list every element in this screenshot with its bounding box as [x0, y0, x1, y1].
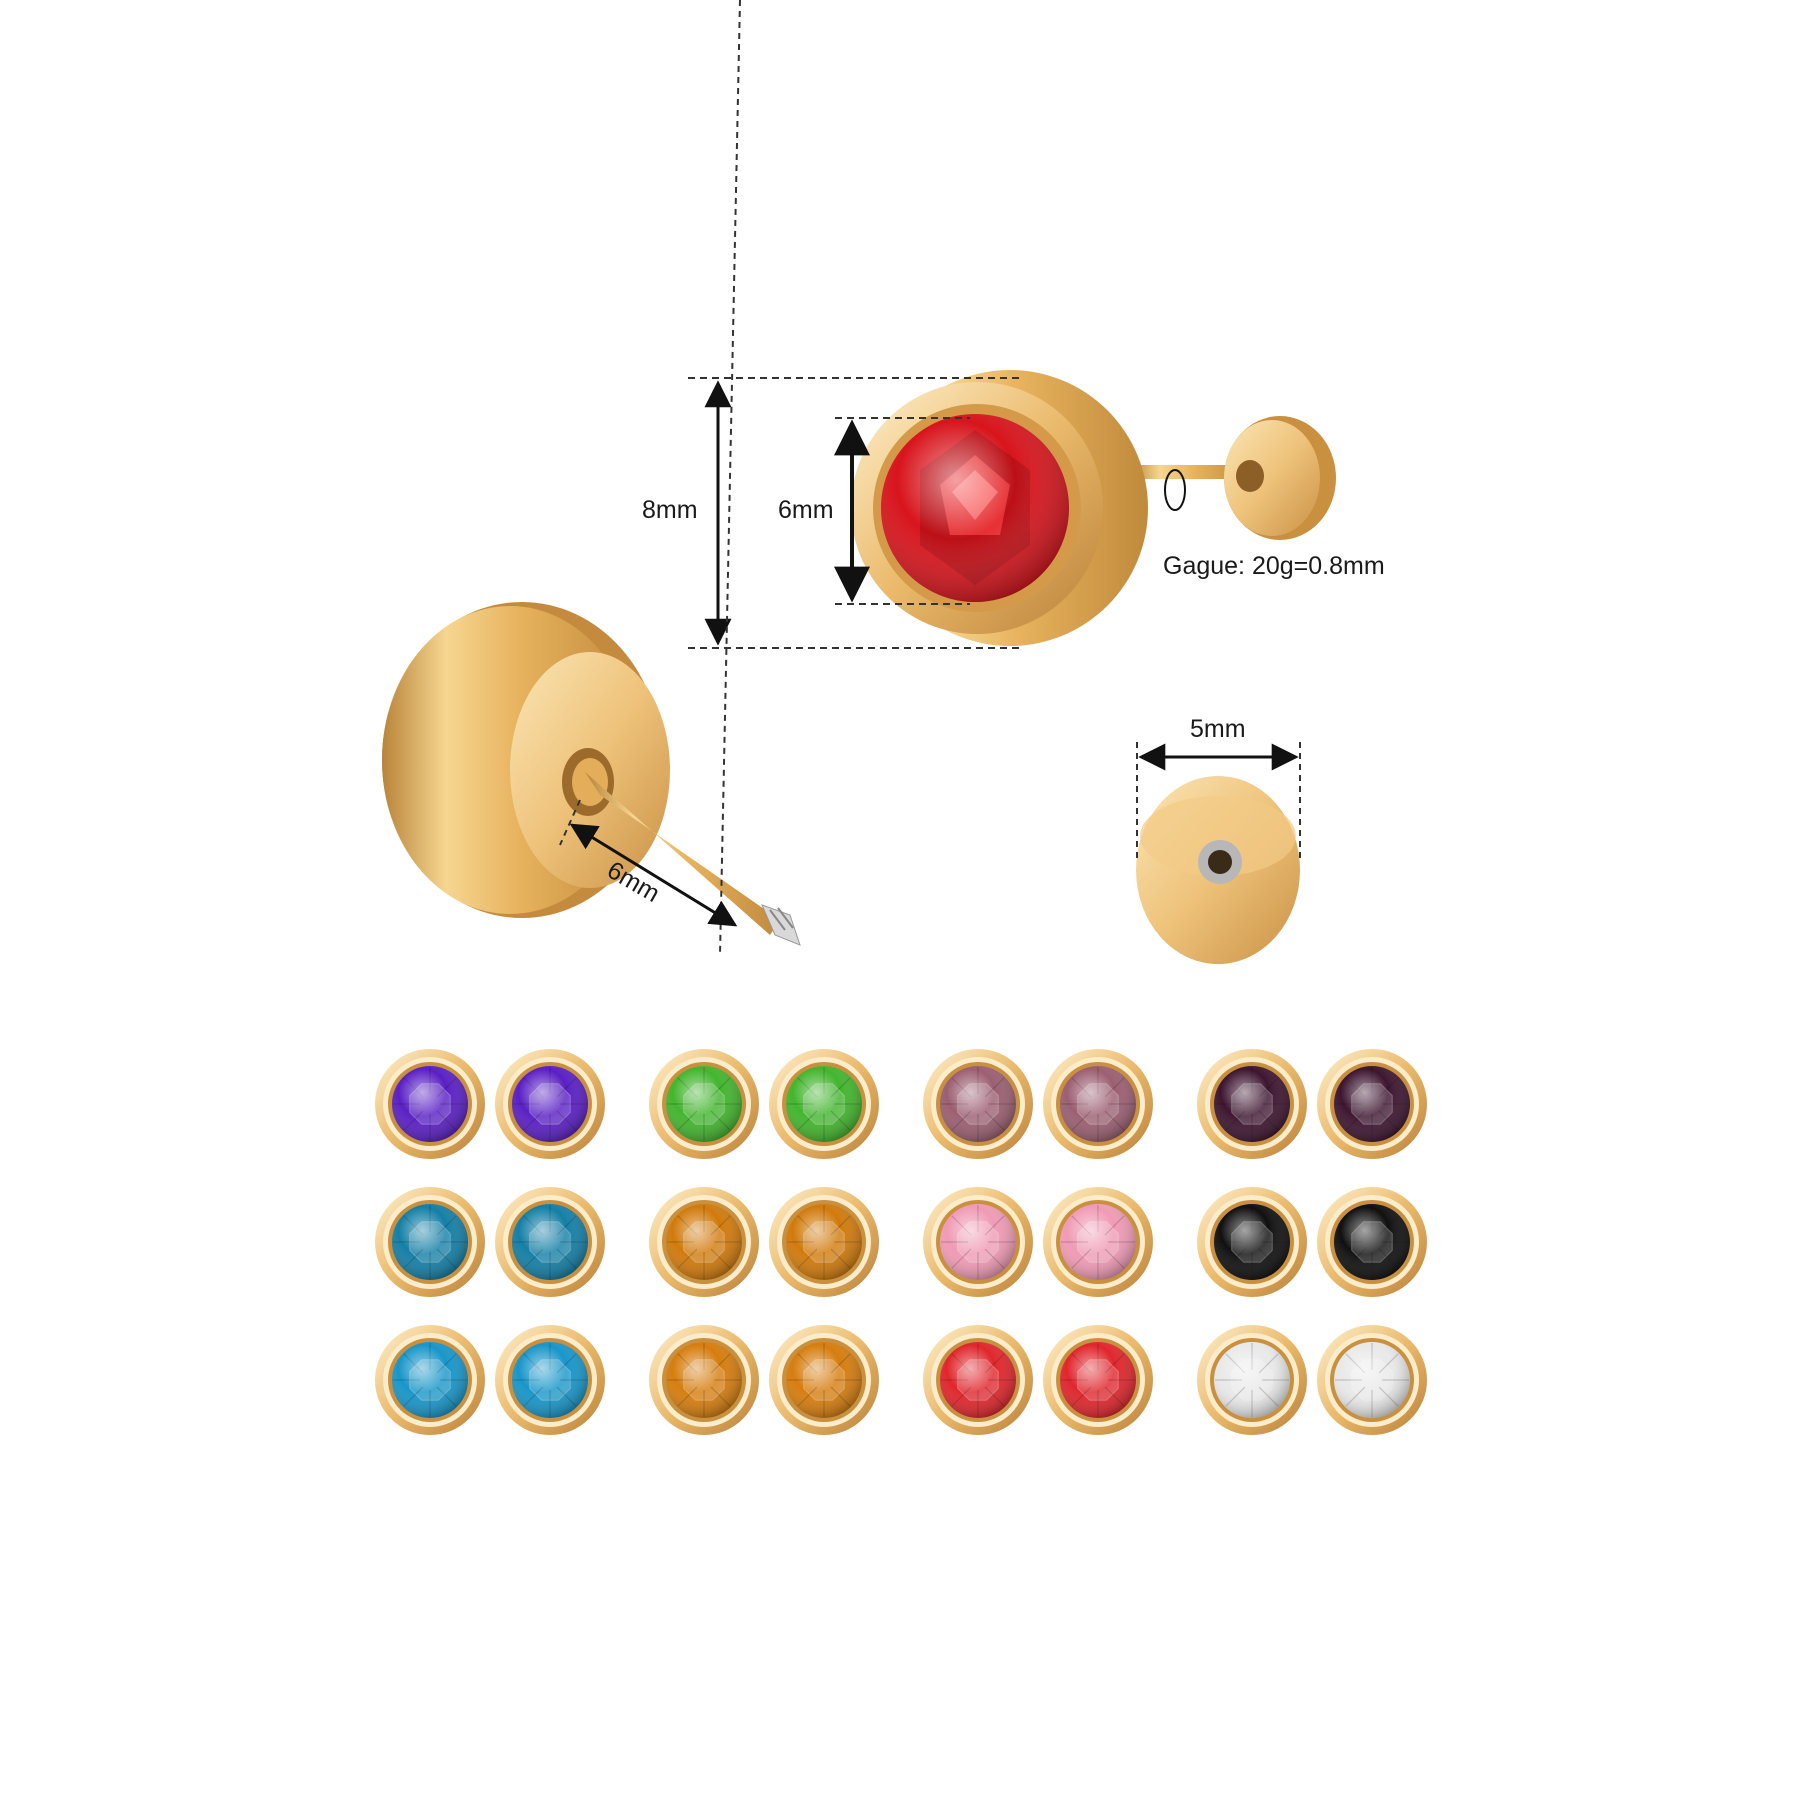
stud-earring: [1197, 1049, 1307, 1159]
stud-earring: [375, 1325, 485, 1435]
stud-earring: [923, 1187, 1033, 1297]
post-thread: [761, 904, 801, 946]
stud-earring: [1197, 1187, 1307, 1297]
stud-earring: [923, 1325, 1033, 1435]
stud-earring: [769, 1187, 879, 1297]
gauge-ring-marker: [1164, 469, 1186, 511]
main-red-stone: [881, 414, 1069, 602]
stud-earring: [495, 1325, 605, 1435]
post-length-arrow: [569, 823, 738, 927]
back-diameter-guides: [1136, 742, 1301, 860]
earring-post: [1130, 465, 1250, 479]
stud-earring: [649, 1049, 759, 1159]
stud-earring: [769, 1049, 879, 1159]
stud-earring: [1317, 1325, 1427, 1435]
stud-earring: [1043, 1187, 1153, 1297]
post-length-guides: [559, 0, 741, 956]
stud-earring: [495, 1187, 605, 1297]
stud-earring: [1043, 1049, 1153, 1159]
stud-earring: [649, 1325, 759, 1435]
stud-earring: [1197, 1325, 1307, 1435]
stone-diameter-label: 6mm: [778, 496, 834, 524]
stone-color-grid: [375, 1049, 1427, 1435]
dimension-guides-top: [688, 377, 1020, 649]
stud-earring: [769, 1325, 879, 1435]
main-earring: [851, 370, 1336, 646]
stud-earring: [375, 1049, 485, 1159]
gauge-label: Gague: 20g=0.8mm: [1163, 552, 1385, 580]
earring-back-view: [382, 602, 801, 946]
back-diameter-label: 5mm: [1190, 715, 1246, 743]
stud-earring: [495, 1049, 605, 1159]
stud-earring: [1317, 1049, 1427, 1159]
screw-back-front-view: [1136, 776, 1300, 964]
screw-back: [1224, 416, 1336, 540]
stud-earring: [923, 1049, 1033, 1159]
stud-earring: [1317, 1187, 1427, 1297]
outer-diameter-label: 8mm: [642, 496, 698, 524]
stud-earring: [375, 1187, 485, 1297]
stud-earring: [1043, 1325, 1153, 1435]
stud-earring: [649, 1187, 759, 1297]
